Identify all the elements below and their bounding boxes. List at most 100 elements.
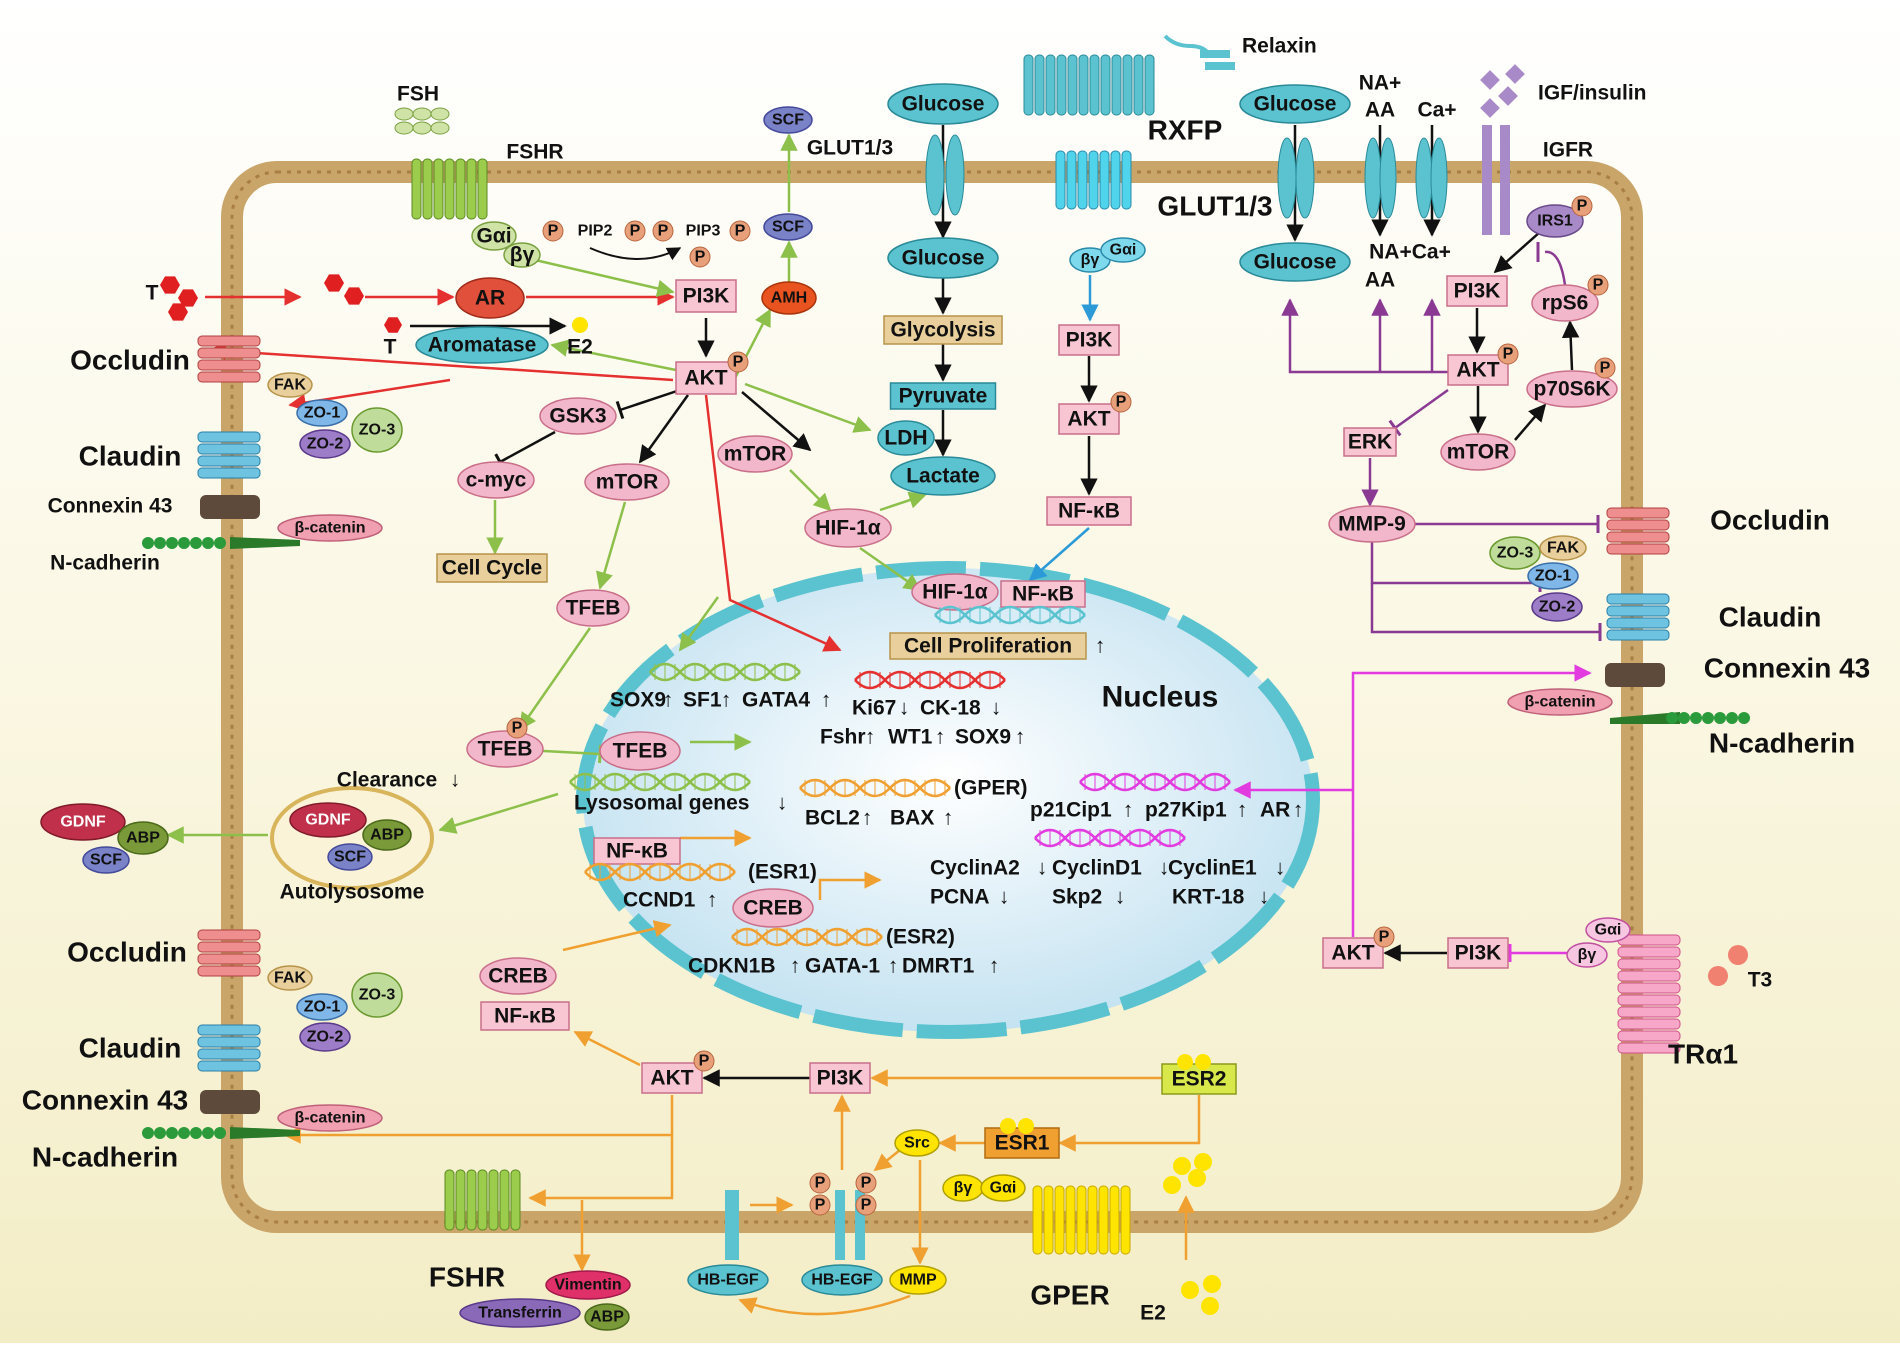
p-pip2-r [624,220,646,242]
gene-pcna: PCNA [930,886,990,909]
gper-receptor-helix [1032,1185,1043,1255]
p-pip2-r-label: P [630,223,641,240]
p-akt-tr [1373,926,1395,948]
mtor-igf [1440,433,1516,471]
nfkb-to-nuc [1028,527,1090,582]
fshr-bottom-receptor-helix [499,1169,510,1231]
pi3k-bottom [809,1062,871,1094]
bcatenin-bot [277,1104,383,1132]
cell-cycle-label: Cell Cycle [442,557,542,580]
irs1 [1526,204,1584,238]
fak-bot [267,965,313,991]
p-akt-rxfp-label: P [1116,394,1127,411]
gper-receptor-helix [1109,1185,1120,1255]
gene-lyso: Lysosomal genes [574,792,749,815]
e2-ligand [1194,1153,1212,1171]
creb-nuc-up [818,871,882,900]
by-left-label: βγ [510,244,535,267]
tfeb-upper-label: TFEB [566,597,621,620]
gene-bax: BAX [890,807,934,830]
p70s6k-label: p70S6K [1533,378,1610,401]
glucose-right-in [1239,242,1351,282]
t3-dot-a [1728,945,1748,965]
abp-in [362,819,412,851]
pi3k-left [675,279,737,313]
gdnf-out-label: GDNF [60,814,106,831]
bcatenin-top-label: β-catenin [294,520,365,537]
mmp9-label: MMP-9 [1338,513,1406,536]
zo1-top-label: ZO-1 [304,405,341,422]
ca-label: Ca+ [1417,99,1456,122]
ldh-label: LDH [884,427,927,450]
cell-cycle [436,553,548,583]
occludin-right-segment [1606,507,1670,519]
gai-rxfp [1100,237,1146,263]
esr2-box-label: ESR2 [1172,1068,1227,1091]
akt-inhib-erk [1394,388,1449,430]
gper-label: GPER [1030,1280,1109,1311]
esr1-lig [1018,1118,1034,1134]
dna-sox9 [649,662,801,682]
ncadherin-bead-b [178,1127,190,1139]
ncadherin-bead [142,537,154,549]
tra1-receptor-segment [1617,1042,1681,1054]
p-pip2-l-label: P [548,223,559,240]
arrow-up: ↑ [1293,799,1304,822]
akt-rxfp-label: AKT [1067,408,1110,431]
vimentin [545,1270,631,1300]
gene-gper: (GPER) [954,777,1028,800]
dna-prolif [934,605,1086,625]
claudin-right-label: Claudin [1719,602,1822,633]
occludin-bot-label: Occludin [67,937,187,968]
hbegf-receptor-l [725,1190,739,1260]
rxfp-receptor [1055,150,1132,210]
arrow-up: ↑ [1123,799,1134,822]
arrow-up: ↑ [1237,799,1248,822]
claudin-top-segment [197,455,261,467]
transferrin-label: Transferrin [478,1305,562,1322]
testosterone-hex [160,276,180,294]
arrow-down: ↓ [1159,857,1170,880]
ncadherin-bead-b [154,1127,166,1139]
gene-cdkn1b: CDKN1B [688,955,776,978]
rxfp-receptor-helix [1121,150,1132,210]
e2-ligand [1181,1281,1199,1299]
p-akt-tr-label: P [1379,929,1390,946]
gene-krt18: KRT-18 [1172,886,1245,909]
p-hb-2 [809,1194,831,1216]
occludin-top-segment [197,371,261,383]
zo1-bot-label: ZO-1 [304,999,341,1016]
p-akt-rxfp [1110,391,1132,413]
irs1-label: IRS1 [1537,213,1573,230]
arrow-up: ↑ [721,689,732,712]
arrow-up: ↑ [707,889,718,912]
relaxin-label: Relaxin [1242,35,1317,58]
aa-label-top: AA [1365,99,1395,122]
occludin-top-segment [197,335,261,347]
creb-nuc-label: CREB [743,897,803,920]
nfkb-nuc-orange [593,837,681,865]
rxfp-ectodomain-helix [1067,54,1078,116]
gper-receptor-helix [1120,1185,1131,1255]
pi3k-bottom-label: PI3K [817,1067,864,1090]
glucose-right-in-label: Glucose [1254,251,1337,274]
rxfp-receptor-helix [1088,150,1099,210]
gene-esr1: (ESR1) [748,861,817,884]
p-hb-1-label: P [815,1175,826,1192]
prolif-up: ↑ [1095,635,1106,658]
akt-to-occludin [208,342,674,382]
hif-cyto-label: HIF-1α [815,517,881,540]
akt-to-mtor [638,394,690,464]
claudin-bot-segment [197,1024,261,1036]
arrow-up: ↑ [862,807,873,830]
gper-receptor-helix [1043,1185,1054,1255]
akt-to-mtor-mid [741,391,812,452]
p-akt-igf [1497,343,1519,365]
igfr-chain-a [1482,125,1492,235]
p-pip2-l [542,220,564,242]
fshr-receptor-helix [422,158,433,220]
arrow-down: ↓ [899,697,910,720]
rxfp-ectodomain-helix [1144,54,1155,116]
rps6-label: rpS6 [1542,292,1589,315]
